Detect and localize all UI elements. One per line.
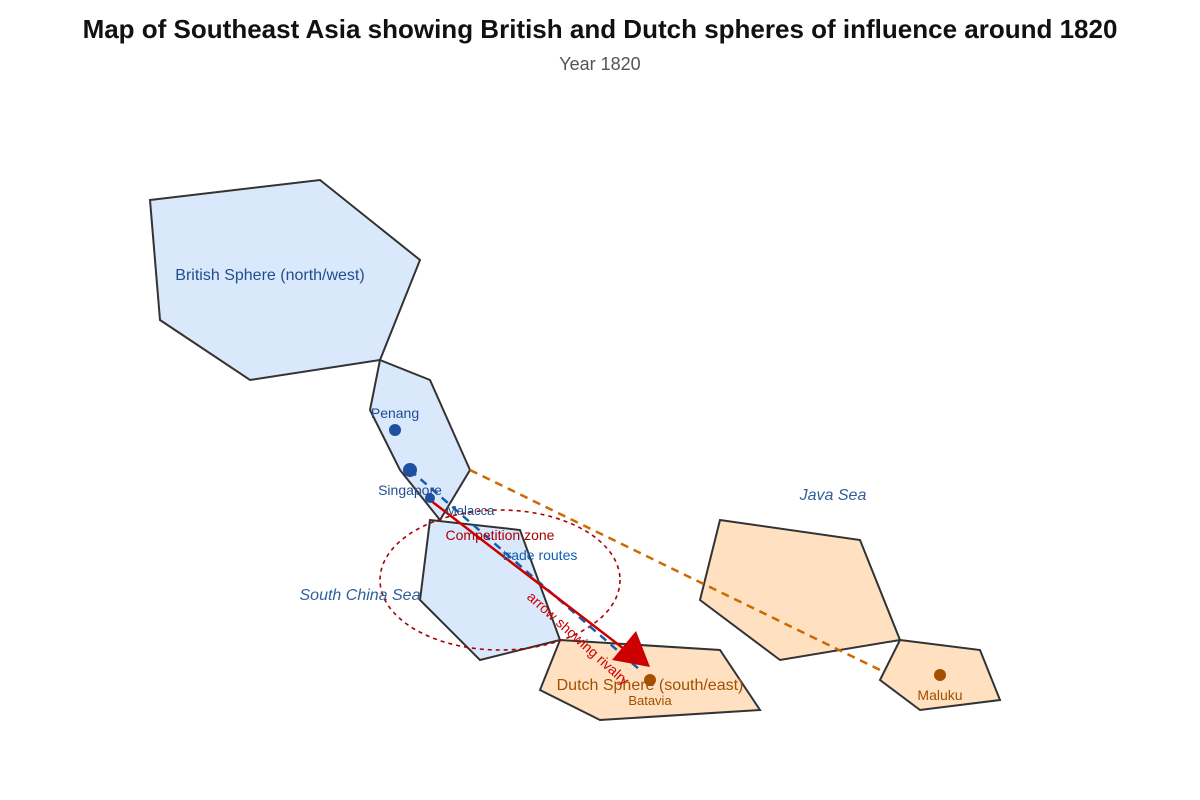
rivalry-arrowhead bbox=[612, 631, 650, 667]
competition-zone-label: Competition zone bbox=[446, 527, 555, 543]
batavia-label: Batavia bbox=[628, 693, 672, 708]
singapore-marker bbox=[403, 463, 417, 477]
trade-routes-label: trade routes bbox=[503, 547, 578, 563]
british-region-sumatra bbox=[418, 518, 562, 662]
south-china-sea-label: South China Sea bbox=[300, 587, 421, 604]
penang-marker bbox=[389, 424, 401, 436]
trade-route-line bbox=[409, 469, 641, 671]
penang-label: Penang bbox=[371, 405, 419, 421]
competition-zone-ellipse bbox=[379, 509, 621, 651]
singapore-label: Singapore bbox=[378, 482, 442, 498]
dutch-route-line bbox=[469, 468, 881, 672]
malacca-marker bbox=[425, 493, 435, 503]
map-title: Map of Southeast Asia showing British an… bbox=[82, 14, 1118, 44]
maluku-label: Maluku bbox=[917, 687, 962, 703]
british-sphere-label: British Sphere (north/west) bbox=[175, 267, 364, 284]
malacca-label: Malacca bbox=[446, 503, 495, 518]
maluku-marker bbox=[934, 669, 946, 681]
dutch-sphere-label: Dutch Sphere (south/east) bbox=[557, 677, 744, 694]
british-sphere-regions bbox=[148, 178, 562, 662]
rivalry-arrow-line bbox=[429, 499, 629, 653]
map-subtitle: Year 1820 bbox=[559, 54, 641, 74]
dutch-region-borneo bbox=[698, 518, 902, 662]
java-sea-label: Java Sea bbox=[799, 487, 867, 504]
batavia-marker bbox=[644, 674, 656, 686]
